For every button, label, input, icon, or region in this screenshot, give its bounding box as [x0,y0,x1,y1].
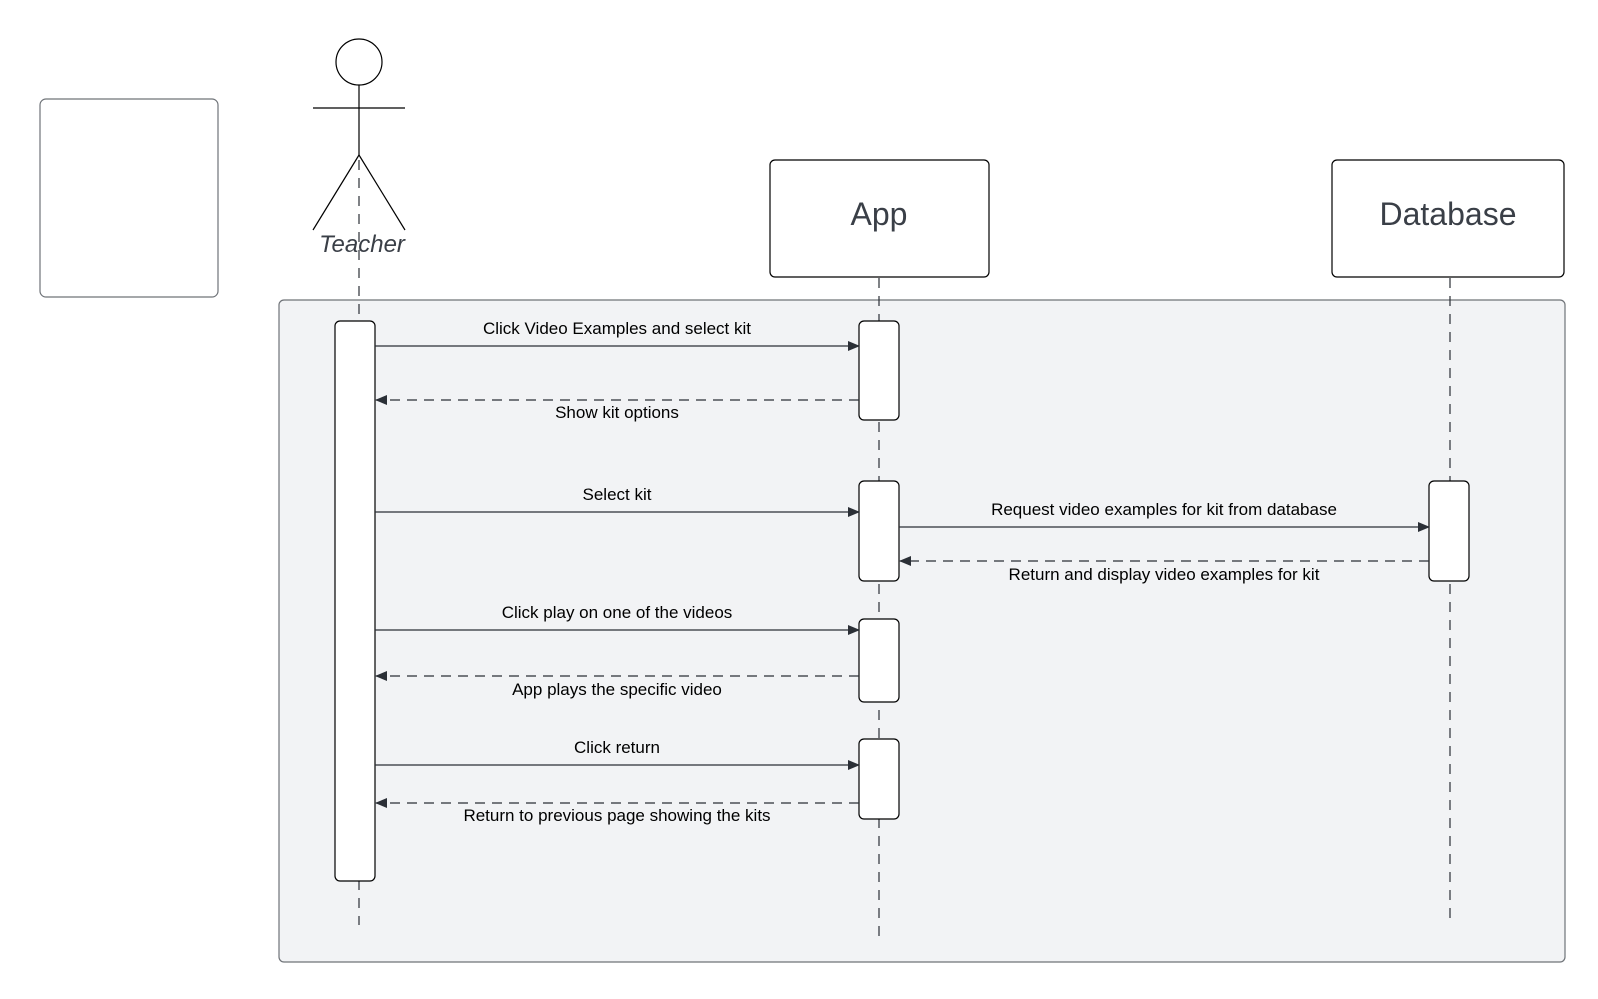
message-label: Return to previous page showing the kits [463,806,770,825]
participant-label-database: Database [1380,196,1517,232]
app-activation-bar [858,320,900,421]
teacher-actor-left-leg [312,154,360,231]
message-label: Click return [574,738,660,757]
message-label: Click play on one of the videos [502,603,733,622]
message-label: Request video examples for kit from data… [991,500,1337,519]
app-participant-box [769,159,990,278]
message-label: App plays the specific video [512,680,722,699]
app-activation-bar [858,480,900,582]
teacher-actor-head [335,38,383,86]
participant-label-teacher: Teacher [319,231,406,258]
teacher-actor-right-leg [358,154,406,231]
app-activation-bar [858,618,900,703]
teacher-activation-bar [334,320,376,882]
teacher-actor [312,38,406,231]
interaction-frame [278,299,1566,963]
database-participant-box [1331,159,1565,278]
participant-label-app: App [851,196,908,232]
app-activation-bar [858,738,900,820]
database-activation-bar [1428,480,1470,582]
message-label: Click Video Examples and select kit [483,319,751,338]
message-label: Select kit [583,485,652,504]
message-label: Return and display video examples for ki… [1009,565,1320,584]
title-box [39,98,219,298]
message-label: Show kit options [555,403,679,422]
